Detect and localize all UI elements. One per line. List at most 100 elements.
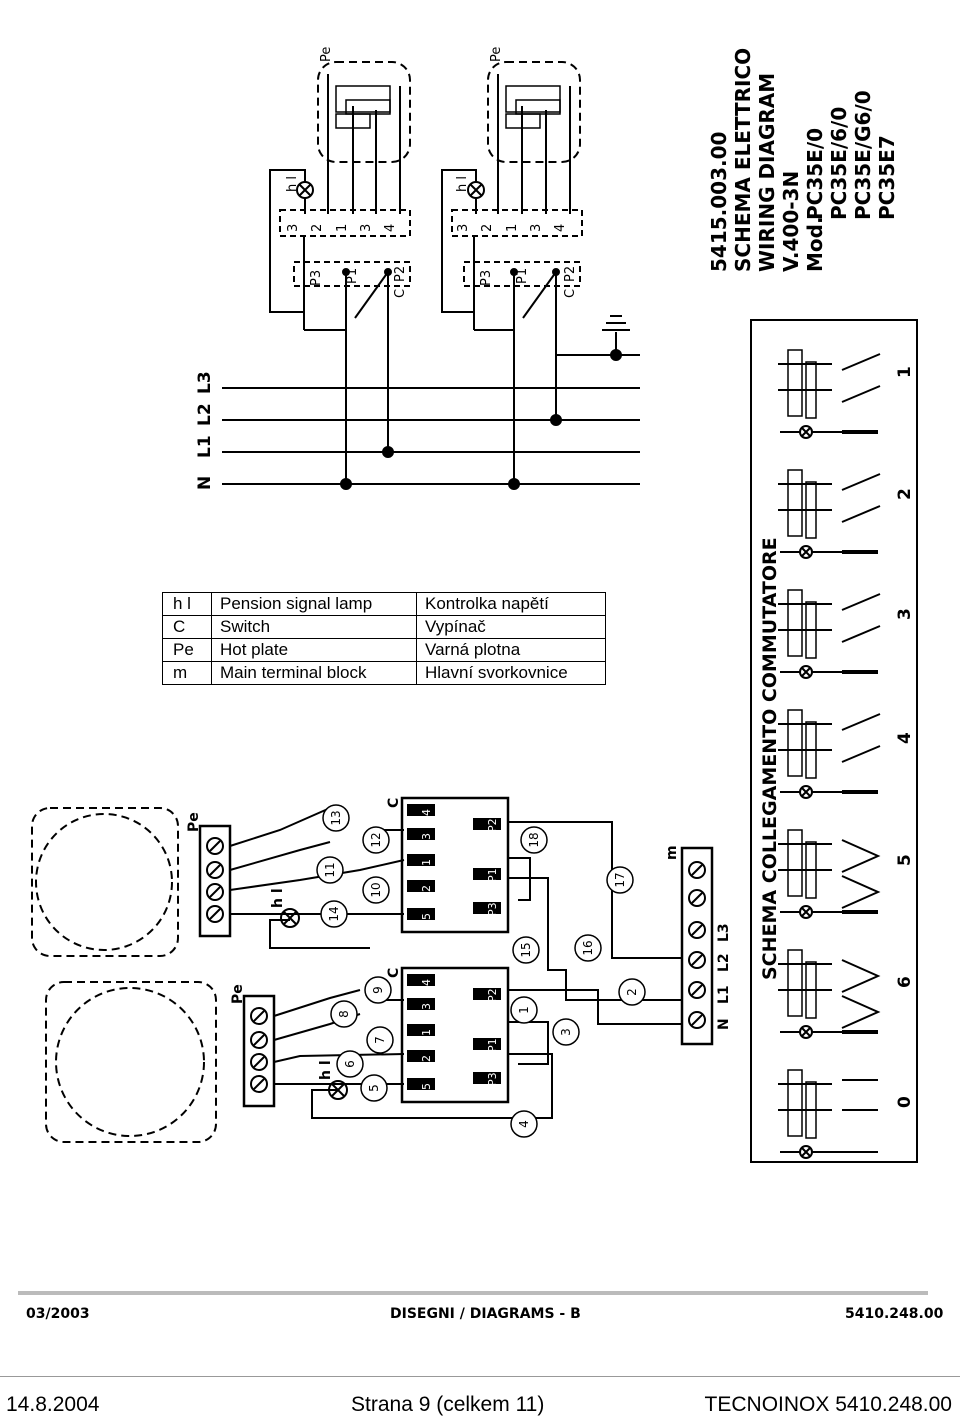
wire-number-label: 5 [367, 1084, 381, 1092]
switch-contact-label: 3 [420, 833, 433, 840]
switch-position-cell [778, 709, 881, 799]
switch-pin-label: P2 [486, 988, 499, 1002]
lamp-terminal-1-right: 1 [505, 224, 520, 232]
wire-number-label: 7 [373, 1036, 387, 1044]
asm-lamp-label-1: h l [270, 888, 286, 908]
position-label-1: 1 [895, 366, 915, 378]
wire-number-label: 3 [559, 1028, 573, 1036]
switch-contact-label: 1 [420, 859, 433, 866]
switch-contact-label: 2 [420, 885, 433, 892]
switch-label-right: C [563, 289, 578, 298]
lamp-terminal-3b-left: 3 [359, 224, 374, 232]
models-label: Mod. [803, 216, 827, 272]
switch-position-table: SCHEMA COLLEGAMENTO COMMUTATORE 0 6 5 4 … [750, 319, 918, 1163]
lamp-terminal-2-left: 2 [310, 224, 325, 232]
lamp-terminal-4-left: 4 [383, 224, 398, 232]
wire-number-circle [330, 1000, 358, 1028]
terminal-screw-icon [688, 1011, 706, 1029]
switch-contact [407, 828, 435, 840]
switch-position-cell [778, 589, 881, 679]
switch-contact [407, 1024, 435, 1036]
wire-number-label: 8 [337, 1010, 351, 1018]
wire-number-label: 4 [517, 1120, 531, 1128]
terminal-screw-icon [250, 1075, 268, 1093]
switch-terminal-p2-left: P2 [393, 266, 408, 282]
assembly-drawing [31, 796, 714, 1143]
wire-number-label: 2 [625, 988, 639, 996]
lamp-icon [799, 1145, 813, 1159]
lamp-label-right: h l [455, 176, 470, 192]
legend-english: Main terminal block [211, 661, 417, 685]
wire-number-circle [512, 936, 540, 964]
position-label-2: 2 [895, 488, 915, 500]
asm-terminal-block-label: m [664, 845, 680, 860]
legend-code: h l [162, 592, 212, 616]
module-right [441, 61, 583, 484]
asm-tb-l3: L3 [716, 923, 732, 942]
legend-code: Pe [162, 638, 212, 662]
lamp-terminal-4-right: 4 [553, 224, 568, 232]
switch-pin-label: P3 [486, 902, 499, 916]
terminal-screw-icon [206, 905, 224, 923]
wire-number-circle [552, 1018, 580, 1046]
switch-pin-label: P1 [486, 1038, 499, 1052]
switch-position-cell [778, 349, 881, 439]
legend-english: Hot plate [211, 638, 417, 662]
switch-pin [473, 868, 501, 880]
terminal-screw-icon [206, 883, 224, 901]
wire-number-circle [574, 934, 602, 962]
terminal-screw-icon [250, 1053, 268, 1071]
switch-contact [407, 908, 435, 920]
footer-page: Strana 9 (celkem 11) [351, 1393, 545, 1416]
footer-doc-code: TECNOINOX 5410.248.00 [704, 1393, 952, 1416]
switch-position-cell [778, 949, 881, 1039]
module-left [269, 61, 411, 484]
lamp-terminal-1-left: 1 [335, 224, 350, 232]
switch-contact-label: 4 [420, 809, 433, 816]
switch-contact [407, 854, 435, 866]
wire-number-label: 16 [581, 940, 595, 955]
switch-contact-label: 3 [420, 1003, 433, 1010]
bus-label-n: N [195, 476, 215, 490]
hot-plate-label-left: Pe [319, 47, 334, 62]
switch-terminal-p2-right: P2 [563, 266, 578, 282]
lamp-icon [799, 545, 813, 559]
title-block: 5415.003.00 SCHEMA ELETTRICO WIRING DIAG… [707, 48, 899, 272]
wire-number-label: 12 [369, 832, 383, 847]
switch-label-left: C [393, 289, 408, 298]
switch-terminal-p1-right: P1 [515, 268, 530, 284]
legend-row: Pe Hot plate Varná plotna [162, 638, 606, 662]
switch-contact-label: 1 [420, 1029, 433, 1036]
voltage: V.400-3N [779, 171, 803, 272]
hot-plate-label-right: Pe [489, 47, 504, 62]
wire-number-label: 6 [343, 1060, 357, 1068]
doc-number: 5415.003.00 [707, 132, 731, 272]
sheet-date: 03/2003 [26, 1306, 90, 1322]
wire-number-label: 1 [517, 1006, 531, 1014]
footer-date: 14.8.2004 [6, 1393, 100, 1416]
switch-contact-label: 2 [420, 1055, 433, 1062]
terminal-screw-icon [250, 1007, 268, 1025]
switch-terminal-p3-left: P3 [309, 270, 324, 286]
wire-number-circle [322, 804, 350, 832]
model-2: PC35E/6/0 [827, 107, 851, 220]
switch-pin [473, 988, 501, 1000]
asm-switch-label-2: C [386, 968, 402, 978]
switch-contact-label: 5 [420, 1083, 433, 1090]
legend-row: C Switch Vypínač [162, 615, 606, 639]
position-label-4: 4 [895, 732, 915, 744]
wire-number-circle [618, 978, 646, 1006]
switch-contact-label: 5 [420, 913, 433, 920]
wire-number-circle [510, 996, 538, 1024]
wiring-schematic [222, 61, 640, 490]
wire-number-circle [360, 1074, 388, 1102]
switch-pin [473, 1072, 501, 1084]
wire-number-label: 9 [371, 986, 385, 994]
switch-contact-label: 4 [420, 979, 433, 986]
terminal-screw-icon [688, 889, 706, 907]
lamp-icon [799, 785, 813, 799]
wire-number-circle [316, 856, 344, 884]
asm-hot-plate-label-2: Pe [230, 984, 246, 1004]
wire-number-label: 15 [519, 942, 533, 957]
switch-terminal-p1-left: P1 [345, 268, 360, 284]
